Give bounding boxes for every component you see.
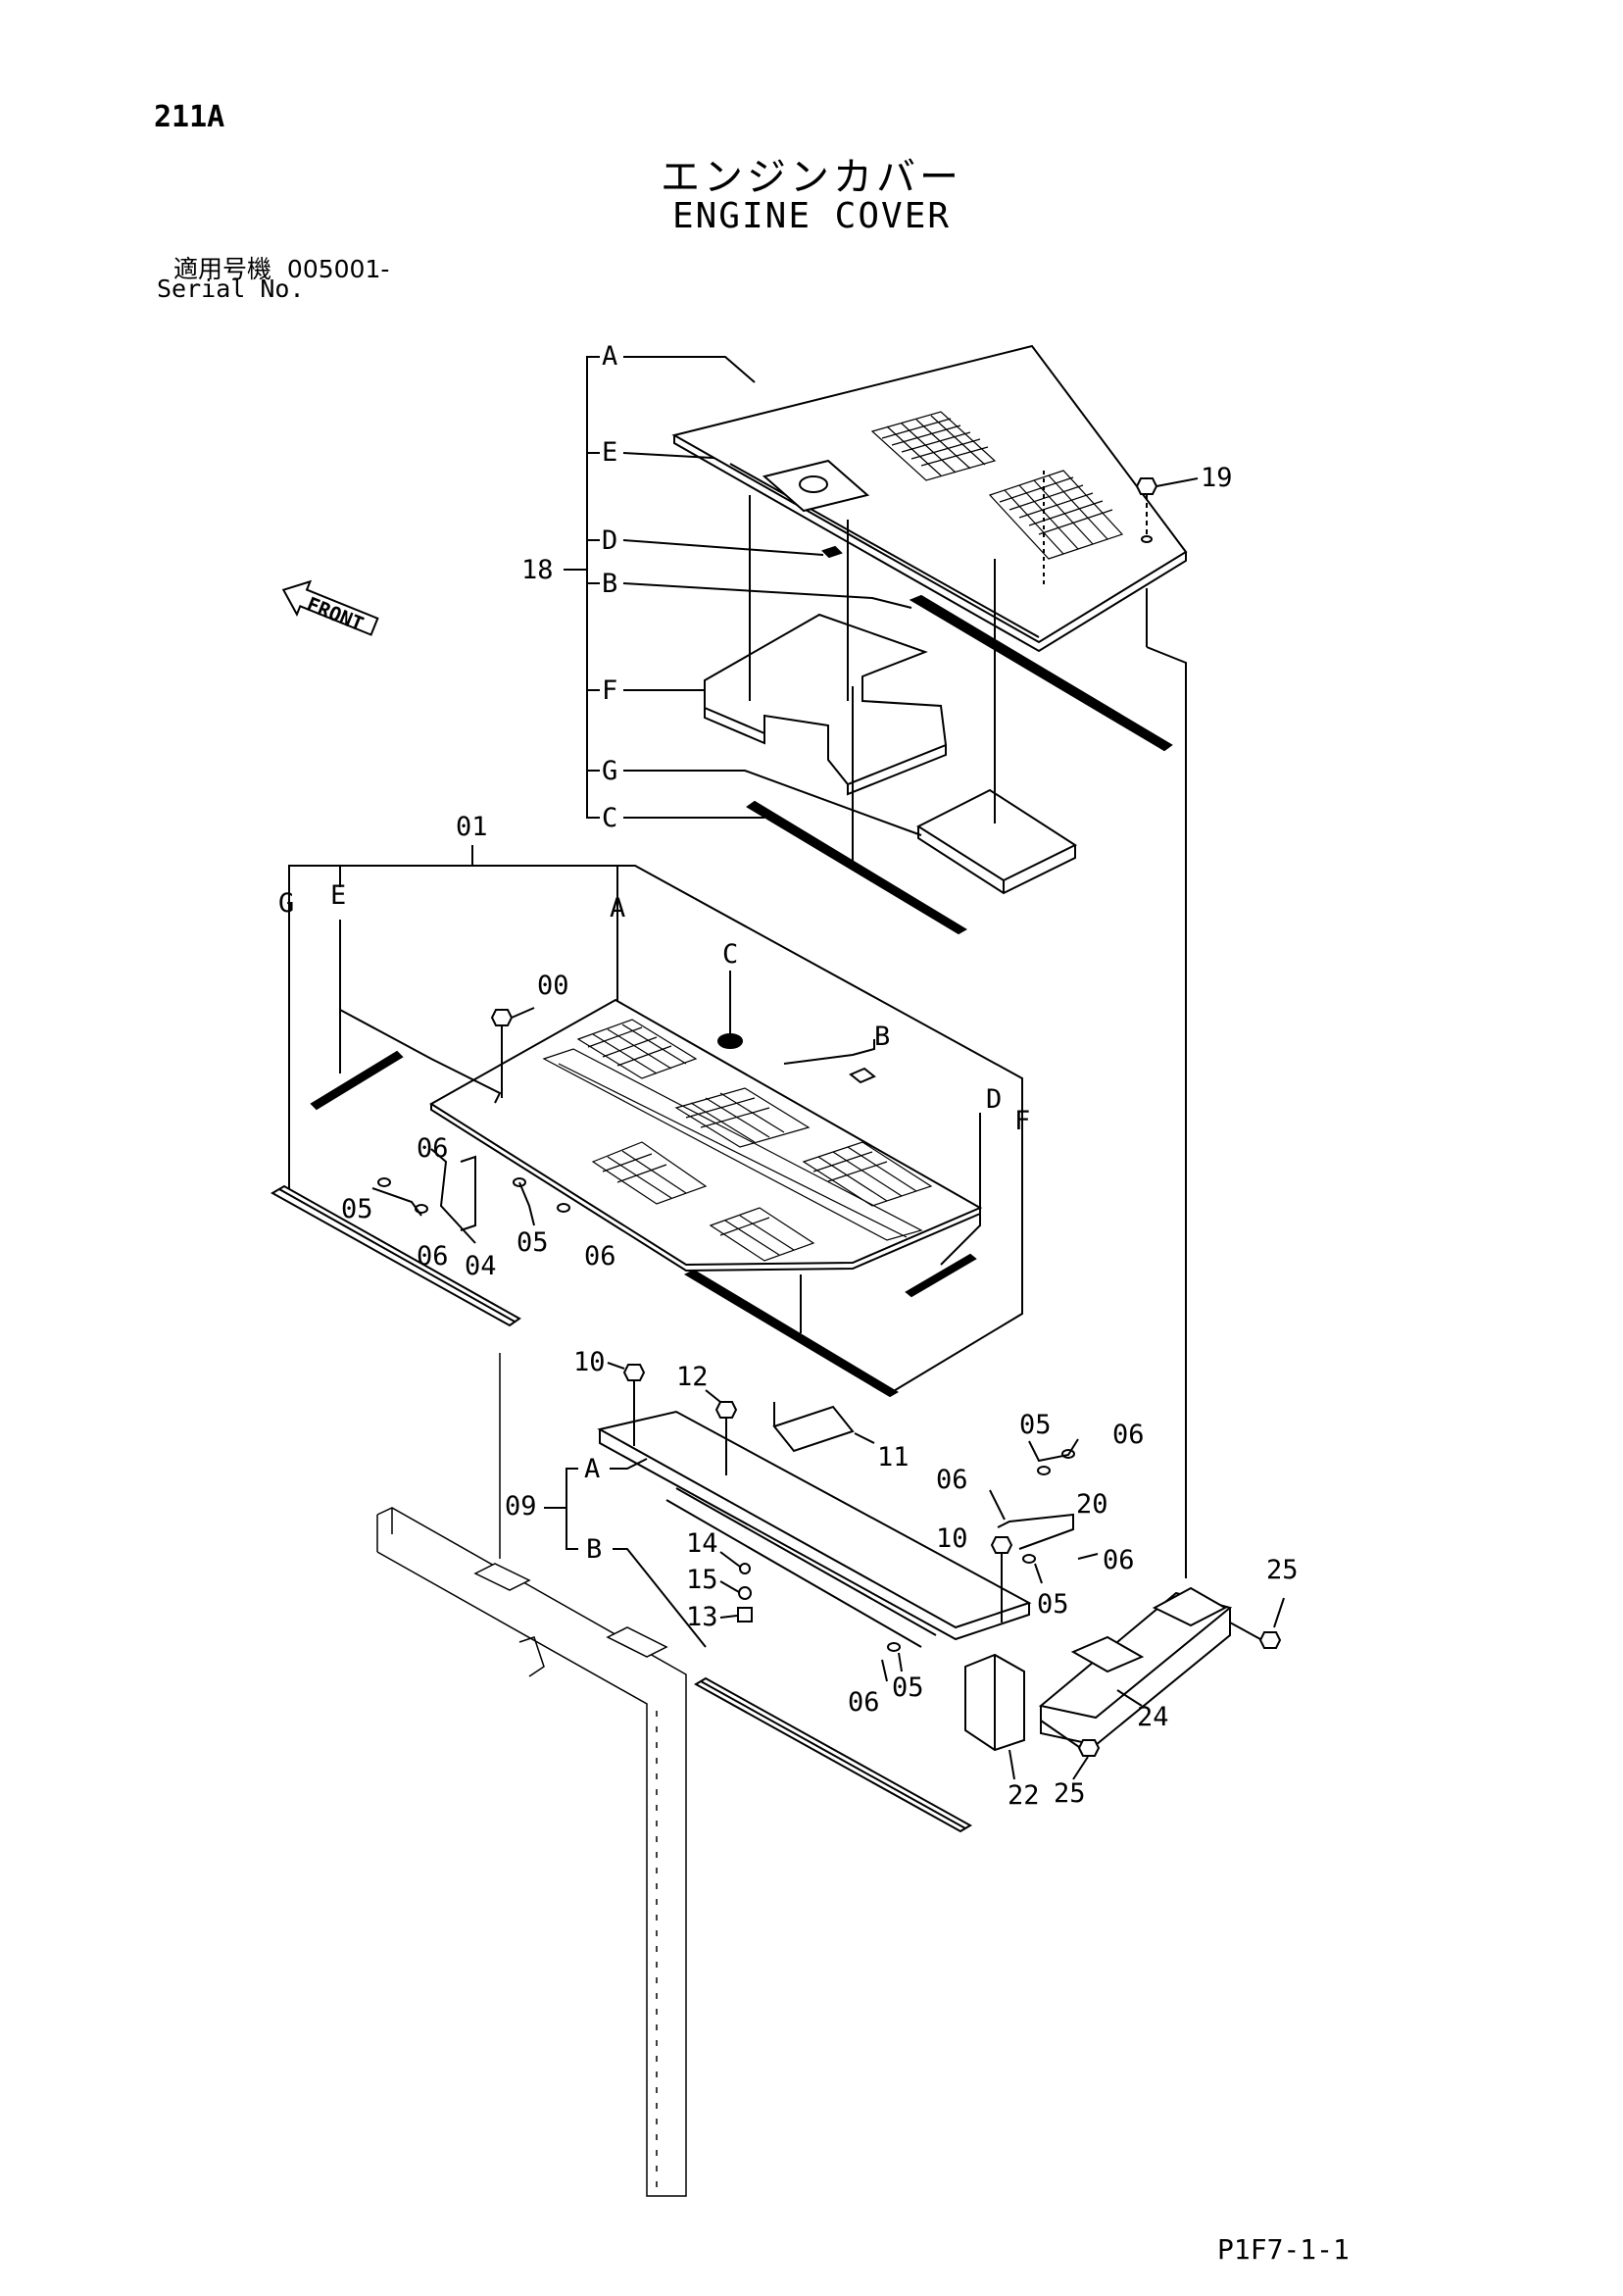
callout-13: 13 — [686, 1602, 718, 1632]
serial-range-japanese: 適用号機 005001- — [173, 250, 389, 285]
figure-reference: P1F7-1-1 — [1217, 2233, 1350, 2266]
bolt-00 — [490, 1009, 514, 1098]
serial-label-english: Serial No. — [157, 275, 305, 303]
bolt-19 — [1135, 477, 1158, 543]
callout-06-upper: 06 — [1112, 1420, 1145, 1450]
front-arrow-label: FRONT — [304, 592, 368, 636]
sublabel-01-B: B — [874, 1022, 890, 1052]
frame-structure — [376, 1353, 687, 2197]
sublabel-09-B: B — [586, 1534, 602, 1565]
callout-19: 19 — [1201, 463, 1233, 493]
callout-06-b: 06 — [417, 1241, 449, 1272]
sublabel-01-F: F — [1014, 1106, 1030, 1136]
serial-label-jp: 適用号機 — [173, 255, 272, 283]
callout-05-lower: 05 — [1037, 1589, 1069, 1620]
callout-06-right: 06 — [1103, 1545, 1135, 1575]
callout-20: 20 — [1076, 1489, 1108, 1520]
title-japanese: エンジンカバー — [661, 155, 962, 200]
callout-22: 22 — [1008, 1780, 1040, 1811]
callout-24: 24 — [1137, 1702, 1169, 1732]
sublabel-09-A: A — [584, 1454, 600, 1484]
front-direction-arrow: FRONT — [281, 579, 379, 636]
callout-10-b: 10 — [936, 1523, 968, 1554]
callout-15: 15 — [686, 1565, 718, 1595]
callout-00: 00 — [537, 971, 569, 1001]
callout-11: 11 — [877, 1442, 910, 1472]
sublabel-18-F: F — [602, 675, 617, 706]
sublabel-18-G: G — [602, 756, 617, 786]
callout-05-mid: 05 — [516, 1227, 549, 1258]
title-english: ENGINE COVER — [671, 196, 952, 236]
sublabel-18-B: B — [602, 569, 617, 599]
callout-06-bottom: 06 — [848, 1687, 880, 1718]
callout-05-left: 05 — [341, 1194, 373, 1224]
sublabel-01-G: G — [278, 888, 294, 919]
callout-25-right: 25 — [1266, 1555, 1299, 1585]
serial-value: 005001- — [286, 255, 390, 283]
callout-06-left: 06 — [936, 1465, 968, 1495]
callout-12: 12 — [676, 1362, 709, 1392]
callout-04: 04 — [465, 1251, 497, 1281]
sublabel-18-C: C — [602, 803, 617, 833]
callout-10-a: 10 — [573, 1347, 606, 1377]
part-group-01 — [270, 845, 1023, 1398]
part-group-09 — [544, 1362, 1285, 1833]
page-code: 211A — [154, 100, 225, 134]
callout-14: 14 — [686, 1528, 718, 1559]
sublabel-18-D: D — [602, 525, 617, 556]
callout-05-bottom: 05 — [892, 1672, 924, 1703]
callout-18: 18 — [521, 555, 554, 585]
sublabel-01-C: C — [722, 939, 738, 970]
callout-09: 09 — [505, 1491, 537, 1522]
callout-06-a: 06 — [417, 1133, 449, 1164]
sublabel-01-D: D — [986, 1084, 1002, 1115]
callout-labels: 18 19 01 00 04 05 05 06 06 06 09 10 10 1… — [278, 341, 1299, 1811]
callout-06-c: 06 — [584, 1241, 616, 1272]
callout-05-upper: 05 — [1019, 1410, 1052, 1440]
callout-01: 01 — [456, 812, 488, 842]
callout-25-lower: 25 — [1054, 1778, 1086, 1809]
sublabel-01-E: E — [330, 880, 346, 911]
sublabel-18-E: E — [602, 437, 617, 468]
sublabel-18-A: A — [602, 341, 617, 372]
part-group-18 — [564, 344, 1199, 1578]
sublabel-01-A: A — [610, 893, 625, 923]
